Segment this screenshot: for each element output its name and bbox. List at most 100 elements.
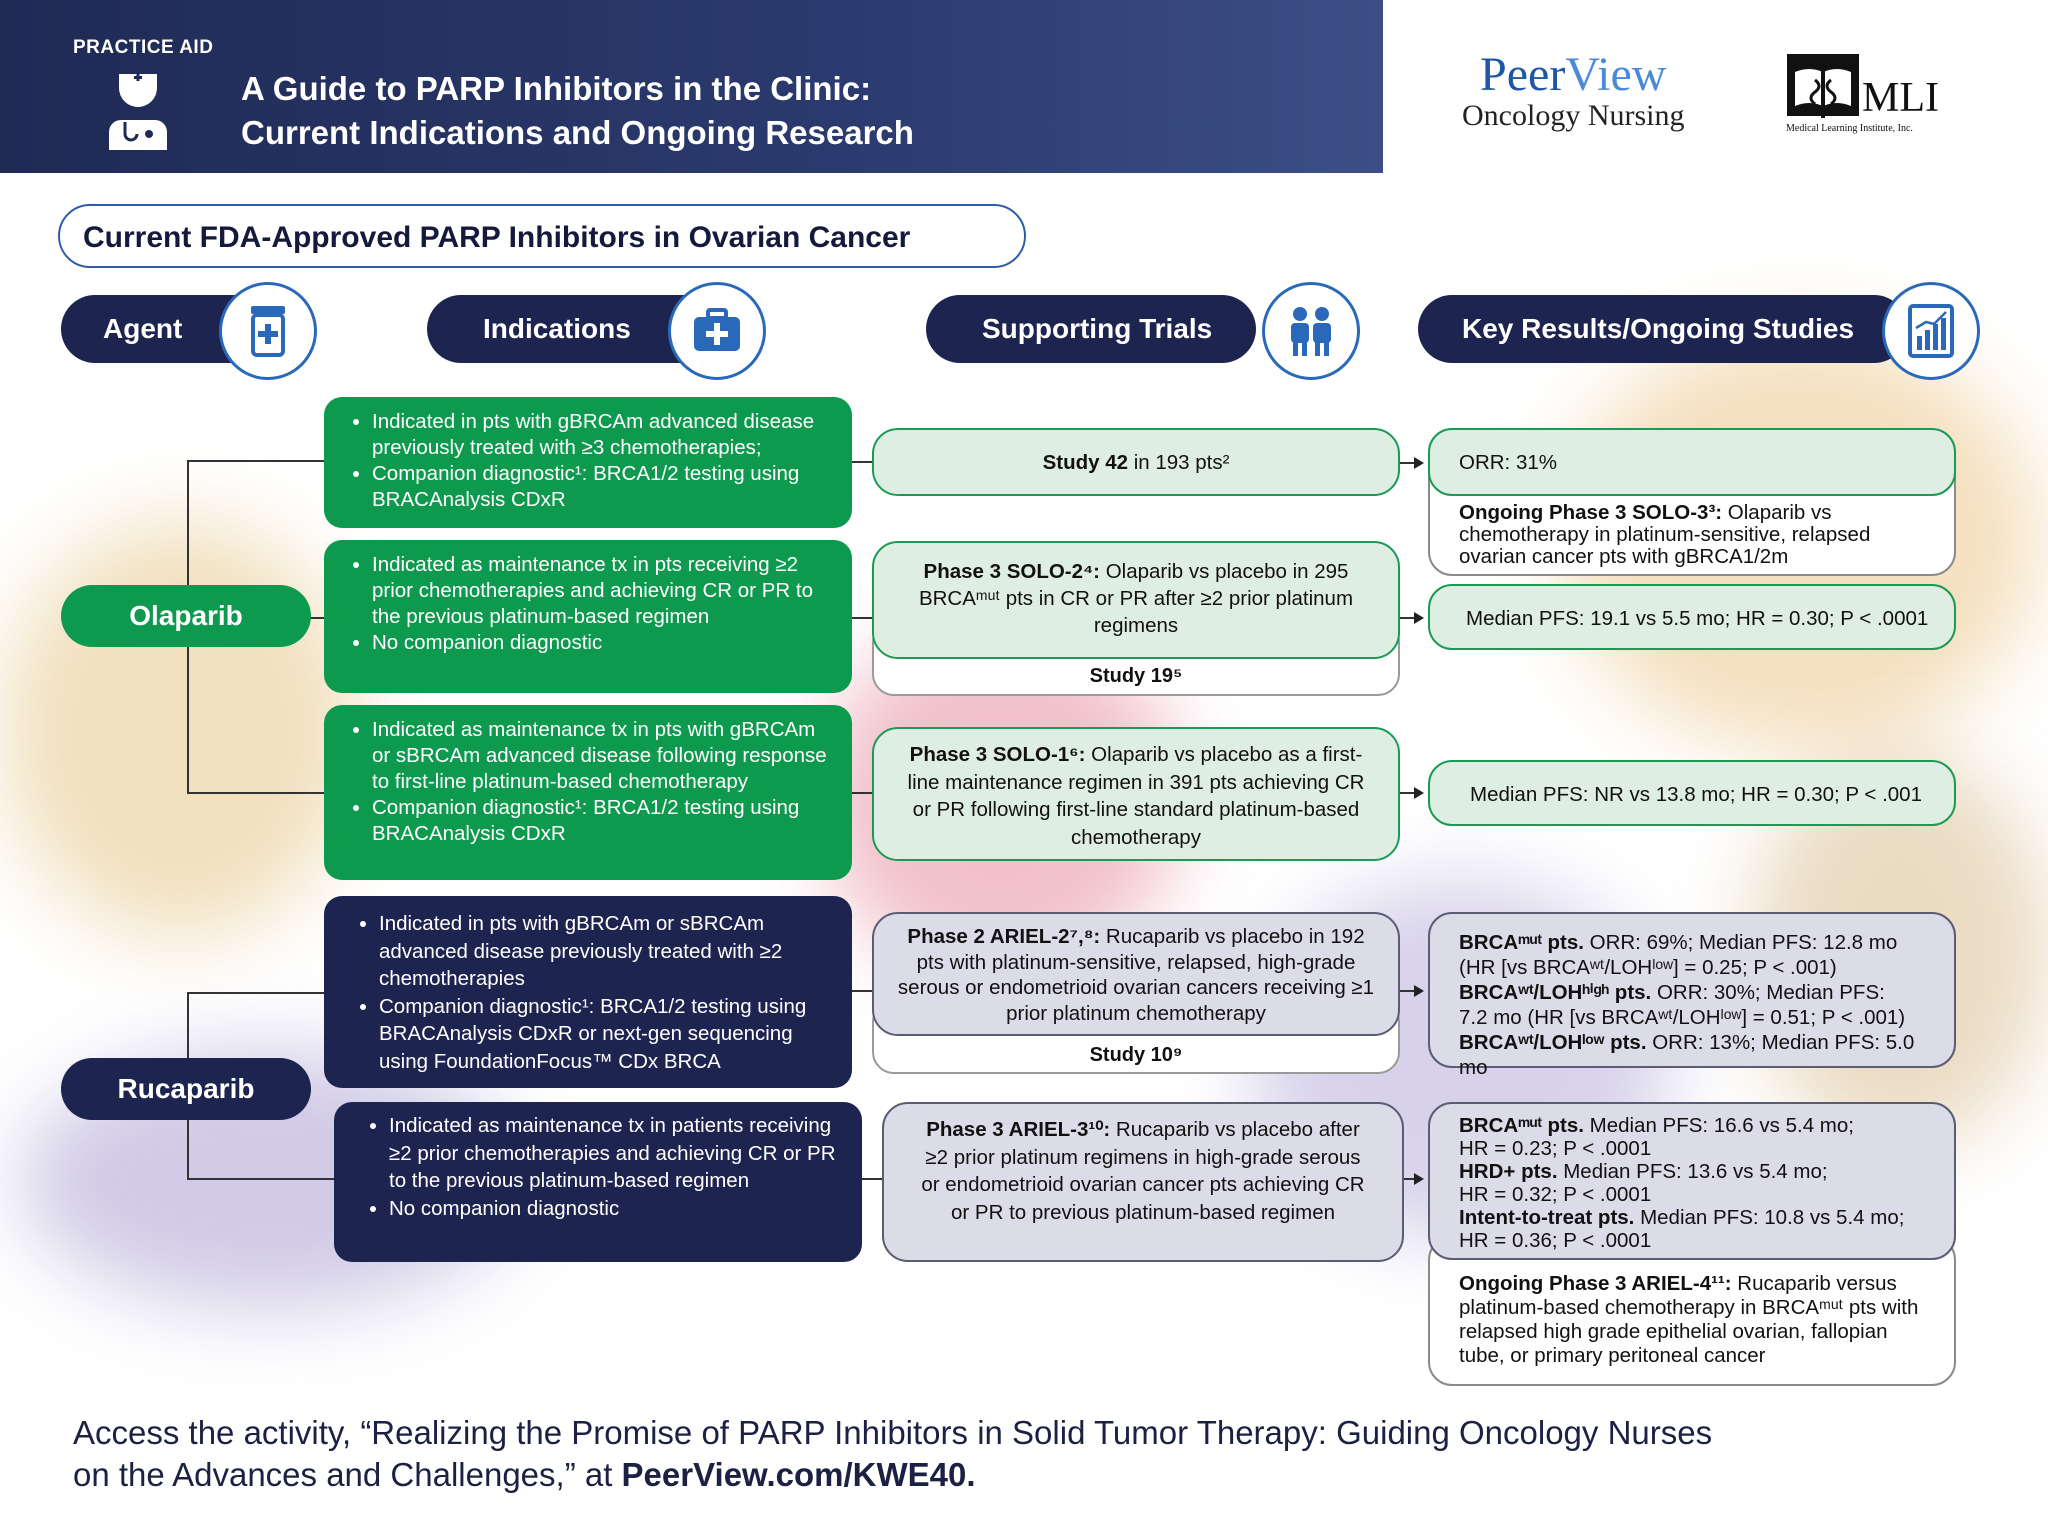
mli-logo-icon — [1787, 54, 1859, 118]
result-text: ORR: 69%; Median PFS: 12.8 mo — [1583, 931, 1898, 954]
arrow-icon — [1414, 787, 1424, 799]
indication-item: No companion diagnostic — [372, 630, 834, 656]
connector-line — [187, 1178, 334, 1180]
connector-line — [187, 992, 324, 994]
result-desc: Rucaparib versus platinum-based chemothe… — [1459, 1272, 1919, 1367]
arrow-icon — [1414, 457, 1424, 469]
result-title: Ongoing Phase 3 ARIEL-4¹¹: — [1459, 1272, 1732, 1295]
result-text: ORR: 31% — [1459, 451, 1557, 474]
result-label: Intent-to-treat pts. — [1459, 1206, 1635, 1229]
trial-desc: Olaparib vs placebo as a first-line main… — [907, 743, 1365, 849]
practice-aid-label: PRACTICE AID — [73, 37, 214, 58]
col-header-results-label: Key Results/Ongoing Studies — [1462, 313, 1855, 344]
indication-olaparib-1: Indicated in pts with gBRCAm advanced di… — [324, 397, 852, 528]
trial-ariel3: Phase 3 ARIEL-3¹⁰: Rucaparib vs placebo … — [882, 1102, 1404, 1262]
trial-desc: Rucaparib vs placebo after ≥2 prior plat… — [921, 1118, 1365, 1224]
agent-olaparib: Olaparib — [61, 585, 311, 647]
section-title: Current FDA-Approved PARP Inhibitors in … — [58, 204, 1026, 268]
result-label: BRCAʷᵗ/LOHʰⁱᵍʰ pts. — [1459, 981, 1652, 1004]
result-ariel3: BRCAᵐᵘᵗ pts. Median PFS: 16.6 vs 5.4 mo;… — [1428, 1102, 1956, 1260]
peerview-logo: PeerView Oncology Nursing — [1462, 50, 1684, 132]
col-header-results: Key Results/Ongoing Studies — [1418, 295, 1908, 363]
result-text: HR = 0.36; P < .0001 — [1459, 1229, 1652, 1252]
indication-item: Indicated as maintenance tx in patients … — [389, 1112, 844, 1195]
medical-kit-icon — [668, 282, 766, 380]
trial-desc: Olaparib vs placebo in 295 BRCAᵐᵘᵗ pts i… — [918, 560, 1354, 637]
trial-ariel2: Phase 2 ARIEL-2⁷,⁸: Rucaparib vs placebo… — [872, 912, 1400, 1036]
indication-olaparib-3: Indicated as maintenance tx in pts with … — [324, 705, 852, 880]
connector-line — [1400, 617, 1414, 619]
trial-solo2: Phase 3 SOLO-2⁴: Olaparib vs placebo in … — [872, 541, 1400, 659]
result-solo1: Median PFS: NR vs 13.8 mo; HR = 0.30; P … — [1428, 760, 1956, 826]
trial-title: Phase 3 SOLO-1⁶: — [909, 743, 1086, 766]
brand-view: View — [1565, 48, 1667, 101]
connector-line — [310, 617, 324, 619]
connector-line — [852, 461, 872, 463]
result-orr: ORR: 31% — [1428, 428, 1956, 496]
result-label: BRCAʷᵗ/LOHˡᵒʷ pts. — [1459, 1031, 1647, 1054]
result-text: Median PFS: NR vs 13.8 mo; HR = 0.30; P … — [1470, 783, 1922, 806]
trial-study42: Study 42 in 193 pts² — [872, 428, 1400, 496]
indication-item: Indicated in pts with gBRCAm or sBRCAm a… — [379, 910, 834, 993]
col-header-agent-label: Agent — [103, 313, 183, 344]
arrow-icon — [1414, 612, 1424, 624]
arrow-icon — [1414, 985, 1424, 997]
trial-title: Study 42 — [1042, 451, 1129, 474]
result-text: (HR [vs BRCAʷᵗ/LOHˡᵒʷ] = 0.25; P < .001) — [1459, 956, 1837, 979]
page-title-line2: Current Indications and Ongoing Research — [241, 114, 914, 151]
connector-line — [1400, 462, 1414, 464]
result-label: HRD+ pts. — [1459, 1160, 1558, 1183]
indication-item: Indicated in pts with gBRCAm advanced di… — [372, 409, 834, 461]
page-title-line1: A Guide to PARP Inhibitors in the Clinic… — [241, 70, 872, 107]
result-text: HR = 0.32; P < .0001 — [1459, 1183, 1652, 1206]
trial-desc: Rucaparib vs placebo in 192 pts with pla… — [897, 925, 1375, 1025]
trial-title: Phase 3 SOLO-2⁴: — [923, 560, 1101, 583]
nurse-icon — [109, 73, 167, 150]
section-title-text: Current FDA-Approved PARP Inhibitors in … — [83, 221, 911, 254]
col-header-trials-label: Supporting Trials — [982, 313, 1213, 344]
result-ariel4-ongoing: Ongoing Phase 3 ARIEL-4¹¹: Rucaparib ver… — [1428, 1236, 1956, 1386]
trial-title: Phase 3 ARIEL-3¹⁰: — [926, 1118, 1111, 1141]
agent-rucaparib: Rucaparib — [61, 1058, 311, 1120]
connector-line — [1400, 792, 1414, 794]
indication-item: Indicated as maintenance tx in pts with … — [372, 717, 834, 795]
connector-line — [852, 617, 872, 619]
trial-tab-label: Study 10⁹ — [1089, 1044, 1183, 1066]
result-text: ORR: 13%; Median PFS: 5.0 mo — [1459, 1031, 1915, 1079]
result-text: ORR: 30%; Median PFS: — [1651, 981, 1885, 1004]
mli-text: MLI — [1862, 75, 1939, 121]
indication-item: Companion diagnostic¹: BRCA1/2 testing u… — [372, 461, 834, 513]
result-label: BRCAᵐᵘᵗ pts. — [1459, 1114, 1584, 1137]
result-text: 7.2 mo (HR [vs BRCAʷᵗ/LOHˡᵒʷ] = 0.51; P … — [1459, 1006, 1906, 1029]
result-label: BRCAᵐᵘᵗ pts. — [1459, 931, 1584, 954]
result-desc: Olaparib vs chemotherapy in platinum-sen… — [1459, 501, 1871, 568]
bg-blob — [0, 520, 360, 940]
connector-line — [1400, 990, 1414, 992]
brand-sub: Oncology Nursing — [1462, 99, 1685, 132]
indication-item: No companion diagnostic — [389, 1195, 844, 1223]
report-chart-icon — [1882, 282, 1980, 380]
mli-subtext: Medical Learning Institute, Inc. — [1786, 123, 1913, 134]
arrow-icon — [1414, 1173, 1424, 1185]
footer-line2: on the Advances and Challenges,” at — [73, 1456, 622, 1493]
people-icon — [1262, 282, 1360, 380]
connector-line — [1404, 1178, 1414, 1180]
result-text: Median PFS: 19.1 vs 5.5 mo; HR = 0.30; P… — [1466, 607, 1929, 630]
indication-olaparib-2: Indicated as maintenance tx in pts recei… — [324, 540, 852, 693]
trial-title: Phase 2 ARIEL-2⁷,⁸: — [907, 925, 1101, 948]
footer-cta: Access the activity, “Realizing the Prom… — [73, 1412, 1712, 1496]
trial-tab-label: Study 19⁵ — [1089, 665, 1183, 687]
col-header-trials: Supporting Trials — [926, 295, 1256, 363]
connector-line — [852, 990, 872, 992]
result-text: Median PFS: 10.8 vs 5.4 mo; — [1634, 1206, 1905, 1229]
result-text: Median PFS: 16.6 vs 5.4 mo; — [1583, 1114, 1854, 1137]
trial-solo1: Phase 3 SOLO-1⁶: Olaparib vs placebo as … — [872, 727, 1400, 861]
footer-link[interactable]: PeerView.com/KWE40. — [621, 1456, 976, 1493]
brand-peer: Peer — [1480, 48, 1566, 101]
indication-rucaparib-2: Indicated as maintenance tx in patients … — [334, 1102, 862, 1262]
header-banner: PRACTICE AID A Guide to PARP Inhibitors … — [0, 0, 1383, 173]
trial-desc: in 193 pts² — [1128, 451, 1230, 474]
indication-item: Indicated as maintenance tx in pts recei… — [372, 552, 834, 630]
result-solo2: Median PFS: 19.1 vs 5.5 mo; HR = 0.30; P… — [1428, 584, 1956, 650]
col-header-indications-label: Indications — [483, 313, 631, 344]
